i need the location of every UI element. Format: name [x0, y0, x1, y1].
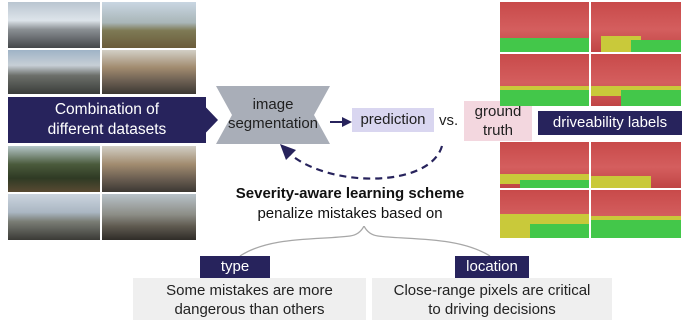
versus-label: vs. — [439, 112, 459, 129]
type-description-box: Some mistakes are more dangerous than ot… — [133, 278, 366, 320]
type-description-line-2: dangerous than others — [174, 301, 325, 318]
type-description-line-1: Some mistakes are more — [166, 282, 333, 299]
left-dataset-collage-top — [8, 2, 196, 94]
banner-line-1: Combination of — [54, 101, 160, 118]
banner-line-2: different datasets — [47, 121, 167, 138]
combination-datasets-banner: Combination of different datasets — [8, 97, 206, 143]
network-line-2: segmentation — [227, 115, 319, 132]
prediction-box: prediction — [352, 108, 434, 132]
banner-arrow-tip — [196, 97, 218, 143]
network-line-1: image — [252, 96, 294, 113]
location-description-line-2: to driving decisions — [428, 301, 556, 318]
location-description-box: Close-range pixels are critical to drivi… — [372, 278, 612, 320]
arrow-right-icon — [330, 117, 352, 127]
type-tag: type — [200, 256, 270, 278]
ground-truth-line-2: truth — [482, 122, 513, 139]
location-description-line-1: Close-range pixels are critical — [393, 282, 591, 299]
left-dataset-collage-bottom — [8, 146, 196, 240]
segmentation-network-shape — [216, 86, 330, 144]
location-tag: location — [455, 256, 529, 278]
scheme-title: Severity-aware learning scheme — [235, 185, 465, 202]
ground-truth-box: ground truth — [464, 101, 532, 141]
right-segmentation-collage-top — [500, 2, 681, 106]
ground-truth-line-1: ground — [474, 103, 522, 120]
curly-brace-icon — [239, 226, 491, 257]
network-label: image segmentation — [216, 95, 330, 133]
right-segmentation-collage-bottom — [500, 142, 681, 238]
dashed-curved-arrow-icon — [280, 144, 444, 180]
scheme-subtitle: penalize mistakes based on — [257, 205, 443, 222]
driveability-labels-banner: driveability labels — [538, 111, 682, 135]
